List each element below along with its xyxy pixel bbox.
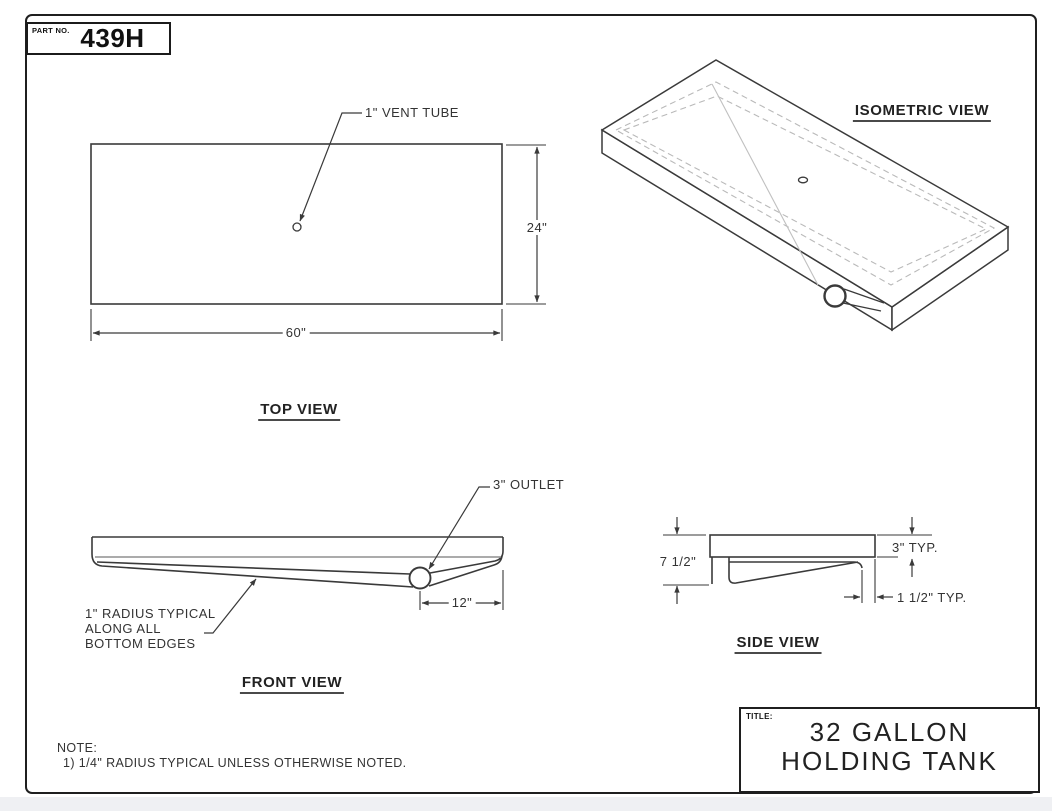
front-view-drawing [91,536,504,590]
top-view-annotations [90,112,546,341]
isometric-view-title: ISOMETRIC VIEW [852,102,992,122]
drawing-title-line1: 32 GALLON [809,717,970,747]
title-label: TITLE: [746,712,773,721]
part-no-value: 439H [80,23,145,53]
tank-front-inner-slope [96,561,411,575]
part-no-label: PART NO. [32,26,70,35]
outlet-stub-edge [843,288,885,304]
hidden-rim-lines [614,81,996,286]
dim-wall: 1 1/2" TYP. [897,590,967,605]
bottom-slope-crease [711,83,819,286]
title-block: TITLE: 32 GALLON HOLDING TANK [739,707,1040,793]
side-view-annotations [663,517,932,604]
side-view-title: SIDE VIEW [734,634,822,654]
note-line1: 1) 1/4" RADIUS TYPICAL UNLESS OTHERWISE … [63,756,407,770]
dim-depth: 24" [523,220,551,235]
front-view-annotations [204,486,504,634]
tank-front-right-edge [429,537,504,574]
vent-hole-iso [797,176,809,184]
outlet-leader-line [428,486,490,570]
top-view-title: TOP VIEW [258,401,340,421]
drawing-title-line2: HOLDING TANK [781,746,998,776]
tank-front-right-bottom-edge [428,555,503,587]
dim-flange: 3" TYP. [892,540,938,555]
tank-front-left-bottom-edge [91,537,414,588]
part-number-block: PART NO. 439H [26,22,171,55]
vent-leader-line [299,112,362,222]
page-edge-shadow [0,797,1052,811]
outlet-stub-edge [842,302,882,312]
isometric-view-drawing [600,59,1010,332]
note-label: NOTE: [57,741,98,755]
inner-rim-outer [614,81,996,286]
radius-note-line3: BOTTOM EDGES [85,636,196,651]
dim-width: 60" [282,325,310,340]
dim-outlet-offset: 12" [448,595,476,610]
outlet-tube-iso [823,284,847,308]
tank-side-inner-edge [729,561,863,569]
vent-callout: 1" VENT TUBE [365,105,459,120]
front-view-title: FRONT VIEW [239,674,345,694]
tank-side-flange [709,534,876,558]
side-view-drawing [709,534,876,584]
outlet-callout: 3" OUTLET [493,477,565,492]
radius-note-line1: 1" RADIUS TYPICAL [85,606,216,621]
radius-leader-line [204,578,257,634]
top-view-drawing [90,143,503,305]
drawing-title: 32 GALLON HOLDING TANK [741,718,1038,776]
dim-height: 7 1/2" [659,554,697,569]
outlet-tube [408,566,432,590]
tank-side-bottom-slope [728,557,859,584]
sheet-border [25,14,1037,794]
inner-rim-inner [622,95,988,273]
tank-top-face [600,59,1010,308]
vent-hole [292,222,302,232]
radius-note-line2: ALONG ALL [85,621,162,636]
